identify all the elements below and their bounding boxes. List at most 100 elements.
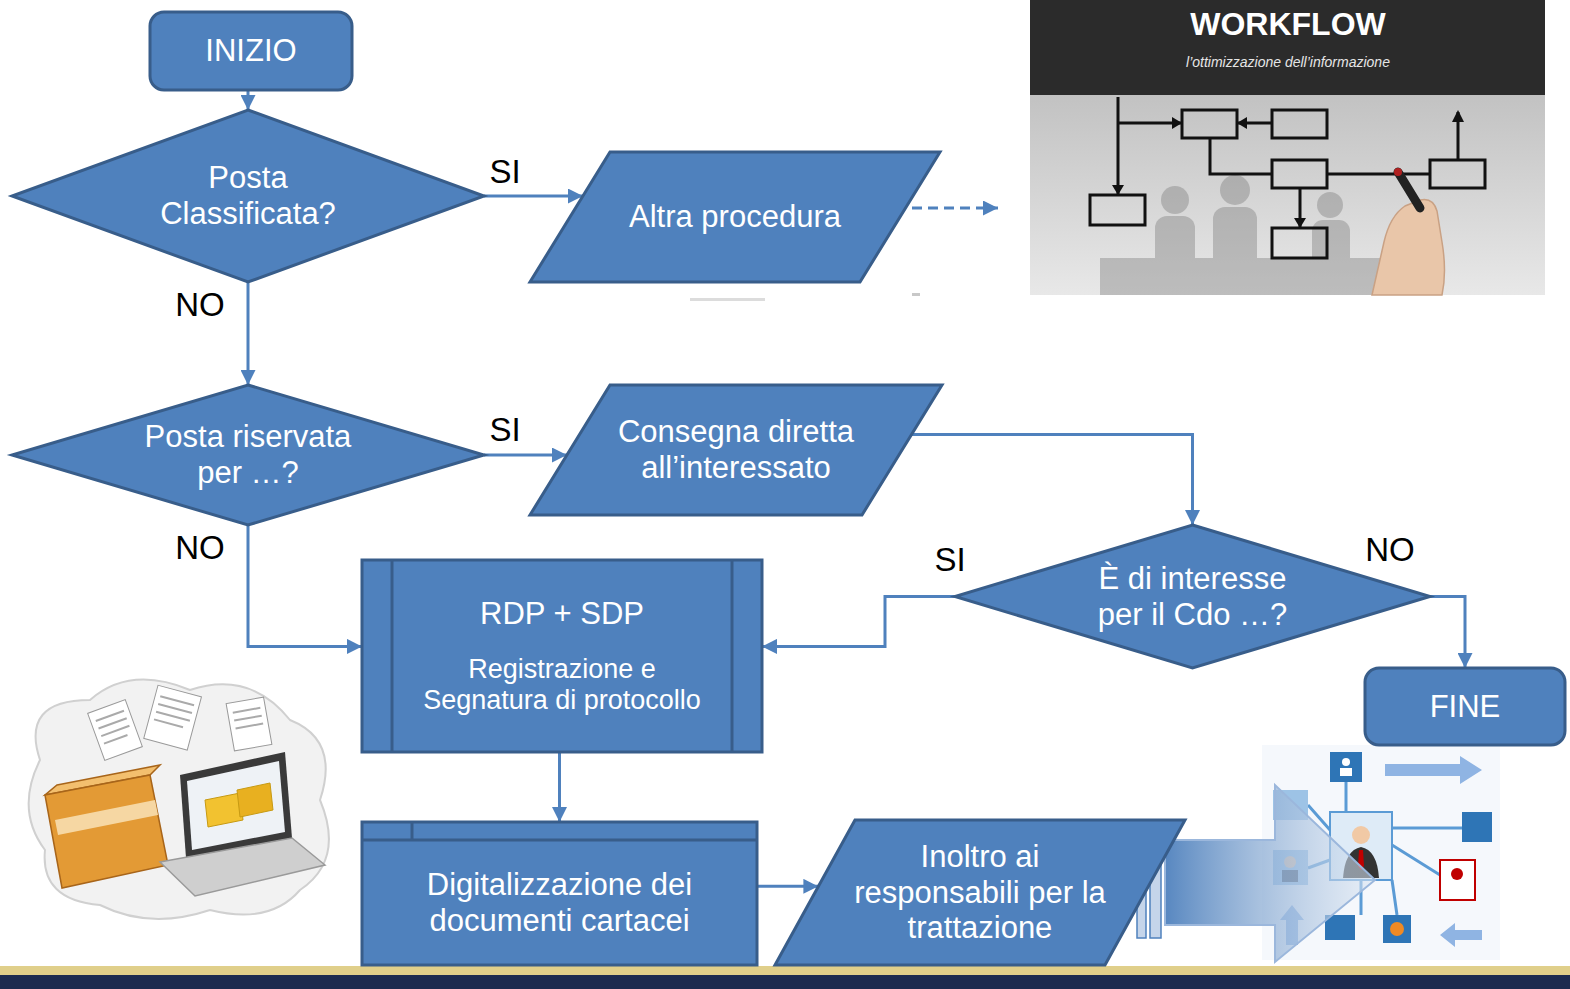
branch-label: SI	[489, 153, 520, 191]
sketch-arrowhead	[1294, 218, 1306, 228]
flow-arrow	[912, 434, 1193, 525]
node-label: FINE	[1430, 689, 1501, 725]
org-person	[1342, 758, 1350, 766]
flow-arrow	[762, 597, 955, 647]
paper-sheet	[144, 685, 202, 750]
flow-arrow	[247, 90, 250, 110]
sketch-box	[1272, 228, 1327, 258]
big-arrow	[1165, 785, 1375, 962]
node-label: INIZIO	[205, 33, 296, 69]
node-label: Inoltro ai responsabili per la trattazio…	[845, 839, 1115, 946]
hand	[1372, 199, 1445, 295]
subprocess-band-line	[362, 839, 757, 842]
subprocess-side-line	[391, 560, 394, 752]
decision-diamond: Posta riservata per …?	[12, 385, 484, 525]
flow-arrow	[558, 752, 561, 822]
text-holder: RDP + SDPRegistrazione e Segnatura di pr…	[362, 560, 762, 752]
faint-mark	[690, 298, 765, 301]
subprocess-side-line	[731, 560, 734, 752]
subprocess-box: RDP + SDPRegistrazione e Segnatura di pr…	[362, 560, 762, 752]
text-holder: Altra procedura	[530, 152, 940, 282]
node-body-text: Registrazione e Segnatura di protocollo	[412, 654, 712, 716]
org-gear	[1390, 922, 1404, 936]
sketch-arrowhead	[1112, 185, 1124, 195]
org-person	[1451, 868, 1463, 880]
decision-diamond-shape	[12, 385, 484, 525]
decision-diamond-shape	[955, 525, 1430, 668]
branch-label: NO	[175, 286, 225, 324]
sketch-box	[1430, 160, 1485, 188]
end-terminator-shape	[1365, 668, 1565, 745]
io-parallelogram: Consegna diretta all’interessato	[530, 385, 942, 515]
pen-tip	[1394, 168, 1402, 176]
text-holder: Inoltro ai responsabili per la trattazio…	[775, 820, 1185, 965]
faint-mark	[912, 293, 920, 296]
branch-label: SI	[489, 411, 520, 449]
org-icon	[1325, 915, 1355, 940]
text-holder: Posta riservata per …?	[12, 385, 484, 525]
binder-label	[55, 800, 158, 835]
dashed-arrow	[912, 207, 998, 210]
io-parallelogram-shape	[530, 152, 940, 282]
sketch-box	[1272, 160, 1327, 188]
silhouette-head	[1317, 192, 1343, 218]
decision-diamond-shape	[12, 110, 484, 282]
silhouette-head	[1161, 186, 1189, 214]
text-holder: Consegna diretta all’interessato	[530, 385, 942, 515]
org-icon	[1383, 915, 1411, 943]
sketch-box	[1182, 110, 1237, 138]
paper-lines	[96, 711, 132, 744]
footer-stripe	[0, 966, 1570, 975]
picture-ground	[1030, 95, 1545, 295]
picture-header	[1030, 0, 1545, 95]
start-terminator: INIZIO	[150, 12, 352, 90]
node-label: È di interesse per il Cdo …?	[1080, 561, 1305, 632]
org-icon	[1440, 860, 1475, 900]
org-arrow	[1440, 923, 1482, 947]
node-label: Digitalizzazione dei documenti cartacei	[395, 867, 725, 938]
paper-sheet	[226, 697, 272, 751]
branch-label: NO	[1365, 531, 1415, 569]
pen	[1398, 172, 1420, 208]
subprocess-box: Digitalizzazione dei documenti cartacei	[362, 822, 757, 965]
subprocess-box-shape	[362, 560, 762, 752]
laptop-base	[160, 838, 325, 896]
picture-title: WORKFLOW	[1190, 6, 1386, 43]
text-holder: INIZIO	[150, 12, 352, 90]
node-label: Posta riservata per …?	[128, 419, 368, 490]
footer-band	[0, 975, 1570, 989]
binder	[45, 775, 168, 888]
org-arrow	[1385, 756, 1482, 784]
org-manager-head	[1352, 826, 1370, 844]
subprocess-side-line	[411, 822, 414, 840]
text-holder: È di interesse per il Cdo …?	[955, 525, 1430, 668]
io-parallelogram-shape	[530, 385, 942, 515]
org-person	[1340, 768, 1352, 776]
node-label: Consegna diretta all’interessato	[586, 414, 886, 485]
paper-sheet	[88, 700, 143, 761]
picture-subtitle: l’ottimizzazione dell’informazione	[1186, 54, 1390, 70]
silhouette-head	[1220, 175, 1250, 205]
io-parallelogram: Inoltro ai responsabili per la trattazio…	[775, 820, 1185, 965]
folder-icon	[237, 783, 273, 817]
sketch-box	[1090, 195, 1145, 225]
subprocess-box-shape	[362, 822, 757, 965]
sketch-arrowhead	[1172, 117, 1182, 129]
sketch-arrowhead	[1237, 117, 1247, 129]
text-holder: Digitalizzazione dei documenti cartacei	[362, 822, 757, 965]
folder-icon	[205, 793, 243, 827]
start-terminator-shape	[150, 12, 352, 90]
sketch-arrowhead	[1452, 110, 1464, 122]
flying-paper	[88, 700, 143, 761]
io-parallelogram-shape	[775, 820, 1185, 965]
flow-arrow	[248, 525, 362, 646]
node-label: Altra procedura	[629, 199, 841, 235]
end-terminator: FINE	[1365, 668, 1565, 745]
org-icon	[1330, 752, 1362, 782]
decision-diamond: Posta Classificata?	[12, 110, 484, 282]
sketch-box	[1272, 110, 1327, 138]
org-icon	[1462, 812, 1492, 842]
flow-arrow	[247, 282, 250, 385]
flow-arrow	[757, 885, 818, 888]
